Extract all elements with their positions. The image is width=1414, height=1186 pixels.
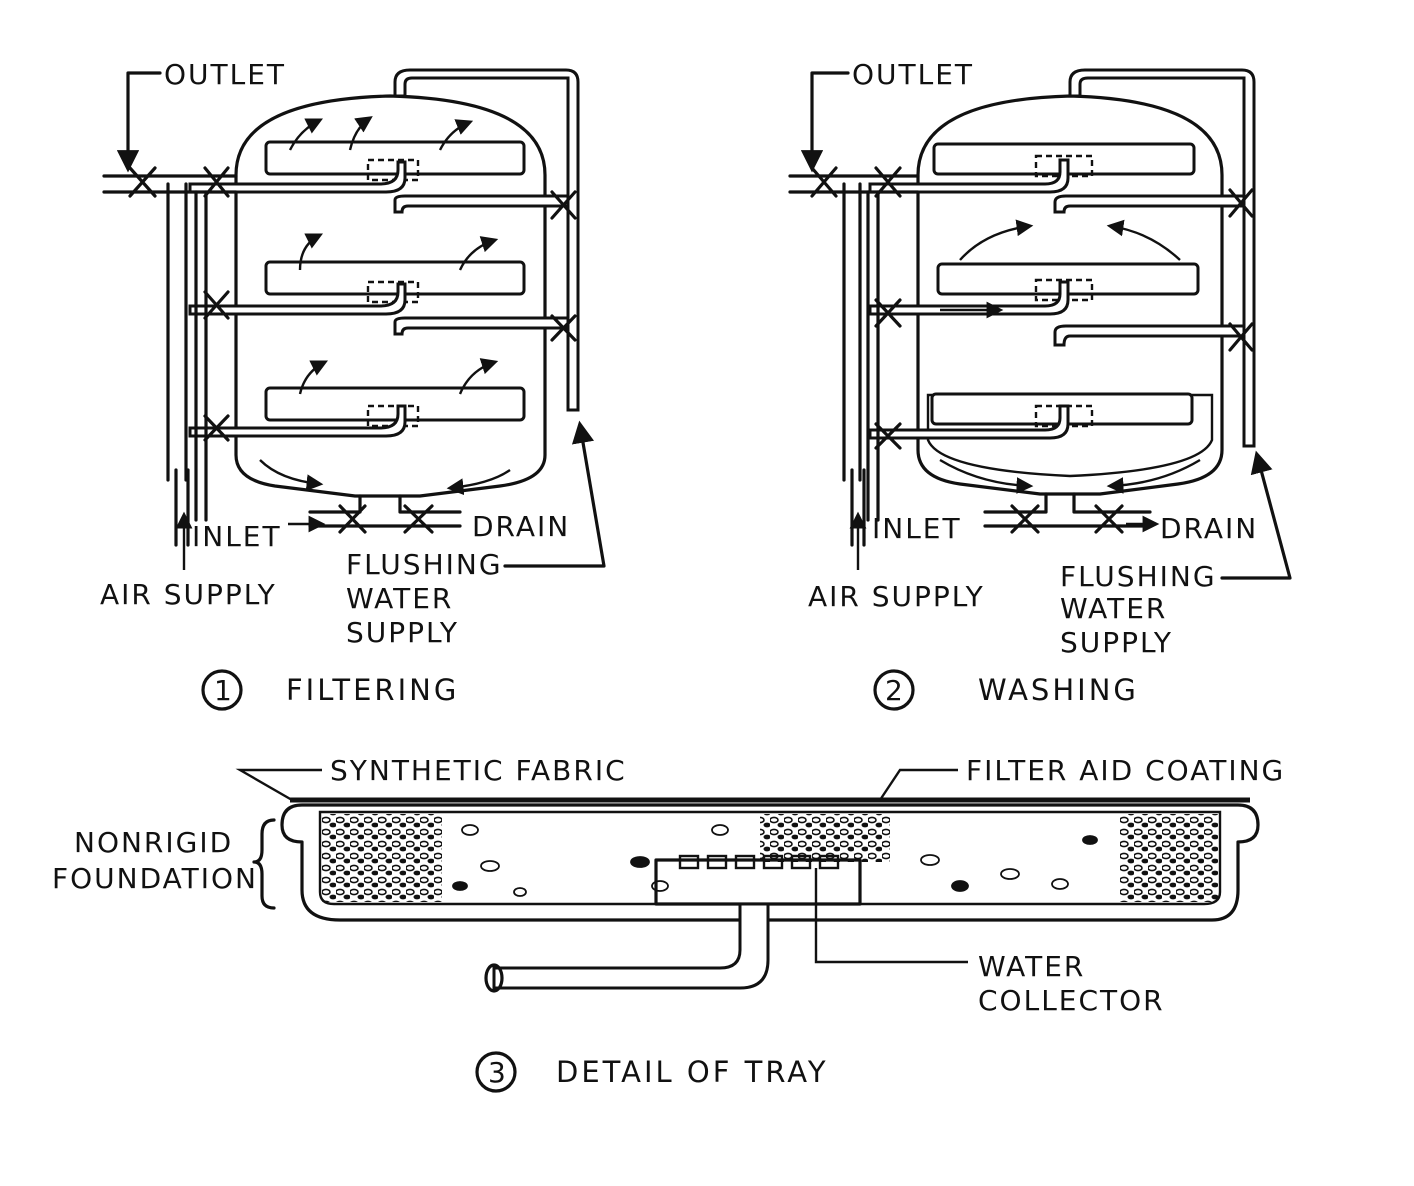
filter-media-left xyxy=(322,814,442,902)
caption-washing: WASHING xyxy=(978,673,1139,707)
panel-washing: OUTLET INLET DRAIN AIR SUPPLY FLUSHING W… xyxy=(788,58,1292,711)
tray-drain-pipe xyxy=(492,902,770,990)
outlet-label-2: OUTLET xyxy=(852,58,974,91)
water-collector-label-line1: WATER xyxy=(978,950,1085,983)
outlet-arrow-1 xyxy=(116,71,162,173)
step-number-2: 2 xyxy=(885,674,903,707)
flushing-pipes-1 xyxy=(393,68,580,412)
flushing-water-label-2-line1: FLUSHING xyxy=(1060,560,1217,593)
outlet-arrow-2 xyxy=(800,71,850,173)
water-collector-label-line2: COLLECTOR xyxy=(978,984,1165,1017)
nonrigid-foundation-label-line2: FOUNDATION xyxy=(52,862,258,895)
flushing-leader-1 xyxy=(503,420,606,568)
air-supply-label-1: AIR SUPPLY xyxy=(100,578,277,611)
flow-arrows-1 xyxy=(259,116,511,496)
flushing-water-label-1-line3: SUPPLY xyxy=(346,616,459,649)
panel-tray-detail: SYNTHETIC FABRIC FILTER AID COATING NONR… xyxy=(52,754,1285,1093)
tray-inner xyxy=(318,810,1222,906)
outlet-header-1 xyxy=(102,166,577,547)
filter-aid-coating-label: FILTER AID COATING xyxy=(966,754,1285,787)
vessel-1 xyxy=(234,94,547,498)
water-collector-slots xyxy=(678,854,840,870)
flushing-pipes-2 xyxy=(1053,68,1256,448)
step-number-3: 3 xyxy=(488,1056,506,1089)
filter-aid-leader xyxy=(879,768,958,801)
drain-label-2: DRAIN xyxy=(1160,512,1258,545)
water-collector-housing xyxy=(654,858,862,906)
step-number-1: 1 xyxy=(214,674,232,707)
bottom-connections-1 xyxy=(308,494,462,534)
synthetic-fabric-label: SYNTHETIC FABRIC xyxy=(330,754,627,787)
water-collector-leader xyxy=(814,868,968,964)
filter-media-scatter xyxy=(452,824,1098,897)
air-supply-label-2: AIR SUPPLY xyxy=(808,580,985,613)
outlet-header-2 xyxy=(788,166,1254,547)
filter-media-right xyxy=(1120,814,1218,902)
outlet-label-1: OUTLET xyxy=(164,58,286,91)
flushing-water-label-1-line2: WATER xyxy=(346,582,453,615)
inlet-label-1: INLET xyxy=(192,520,282,553)
flushing-leader-2 xyxy=(1220,450,1292,580)
step-number-circle-3 xyxy=(475,1051,517,1093)
tray-drain-pipe-end xyxy=(484,963,504,993)
flushing-water-label-1-line1: FLUSHING xyxy=(346,548,503,581)
panel-filtering: OUTLET INLET DRAIN AIR SUPPLY FLUSHING W… xyxy=(100,58,606,711)
inlet-label-2: INLET xyxy=(872,512,962,545)
drain-label-1: DRAIN xyxy=(472,510,570,543)
filter-media-center xyxy=(760,814,890,862)
bottom-connections-2 xyxy=(983,492,1152,534)
synthetic-fabric-leader xyxy=(235,768,322,802)
tray-body xyxy=(280,803,1260,922)
nonrigid-foundation-label-line1: NONRIGID xyxy=(74,826,233,859)
caption-filtering: FILTERING xyxy=(286,673,459,707)
tray-outlet-pipes-2 xyxy=(868,158,1070,440)
flow-arrows-2 xyxy=(939,219,1201,494)
step-number-circle-1 xyxy=(201,669,243,711)
caption-detail-of-tray: DETAIL OF TRAY xyxy=(556,1055,829,1089)
nonrigid-foundation-brace xyxy=(252,818,276,910)
flushing-water-label-2-line3: SUPPLY xyxy=(1060,626,1173,659)
tray-outlet-pipes-1 xyxy=(188,160,407,438)
flushing-water-label-2-line2: WATER xyxy=(1060,592,1167,625)
vessel-2 xyxy=(916,94,1224,496)
step-number-circle-2 xyxy=(873,669,915,711)
